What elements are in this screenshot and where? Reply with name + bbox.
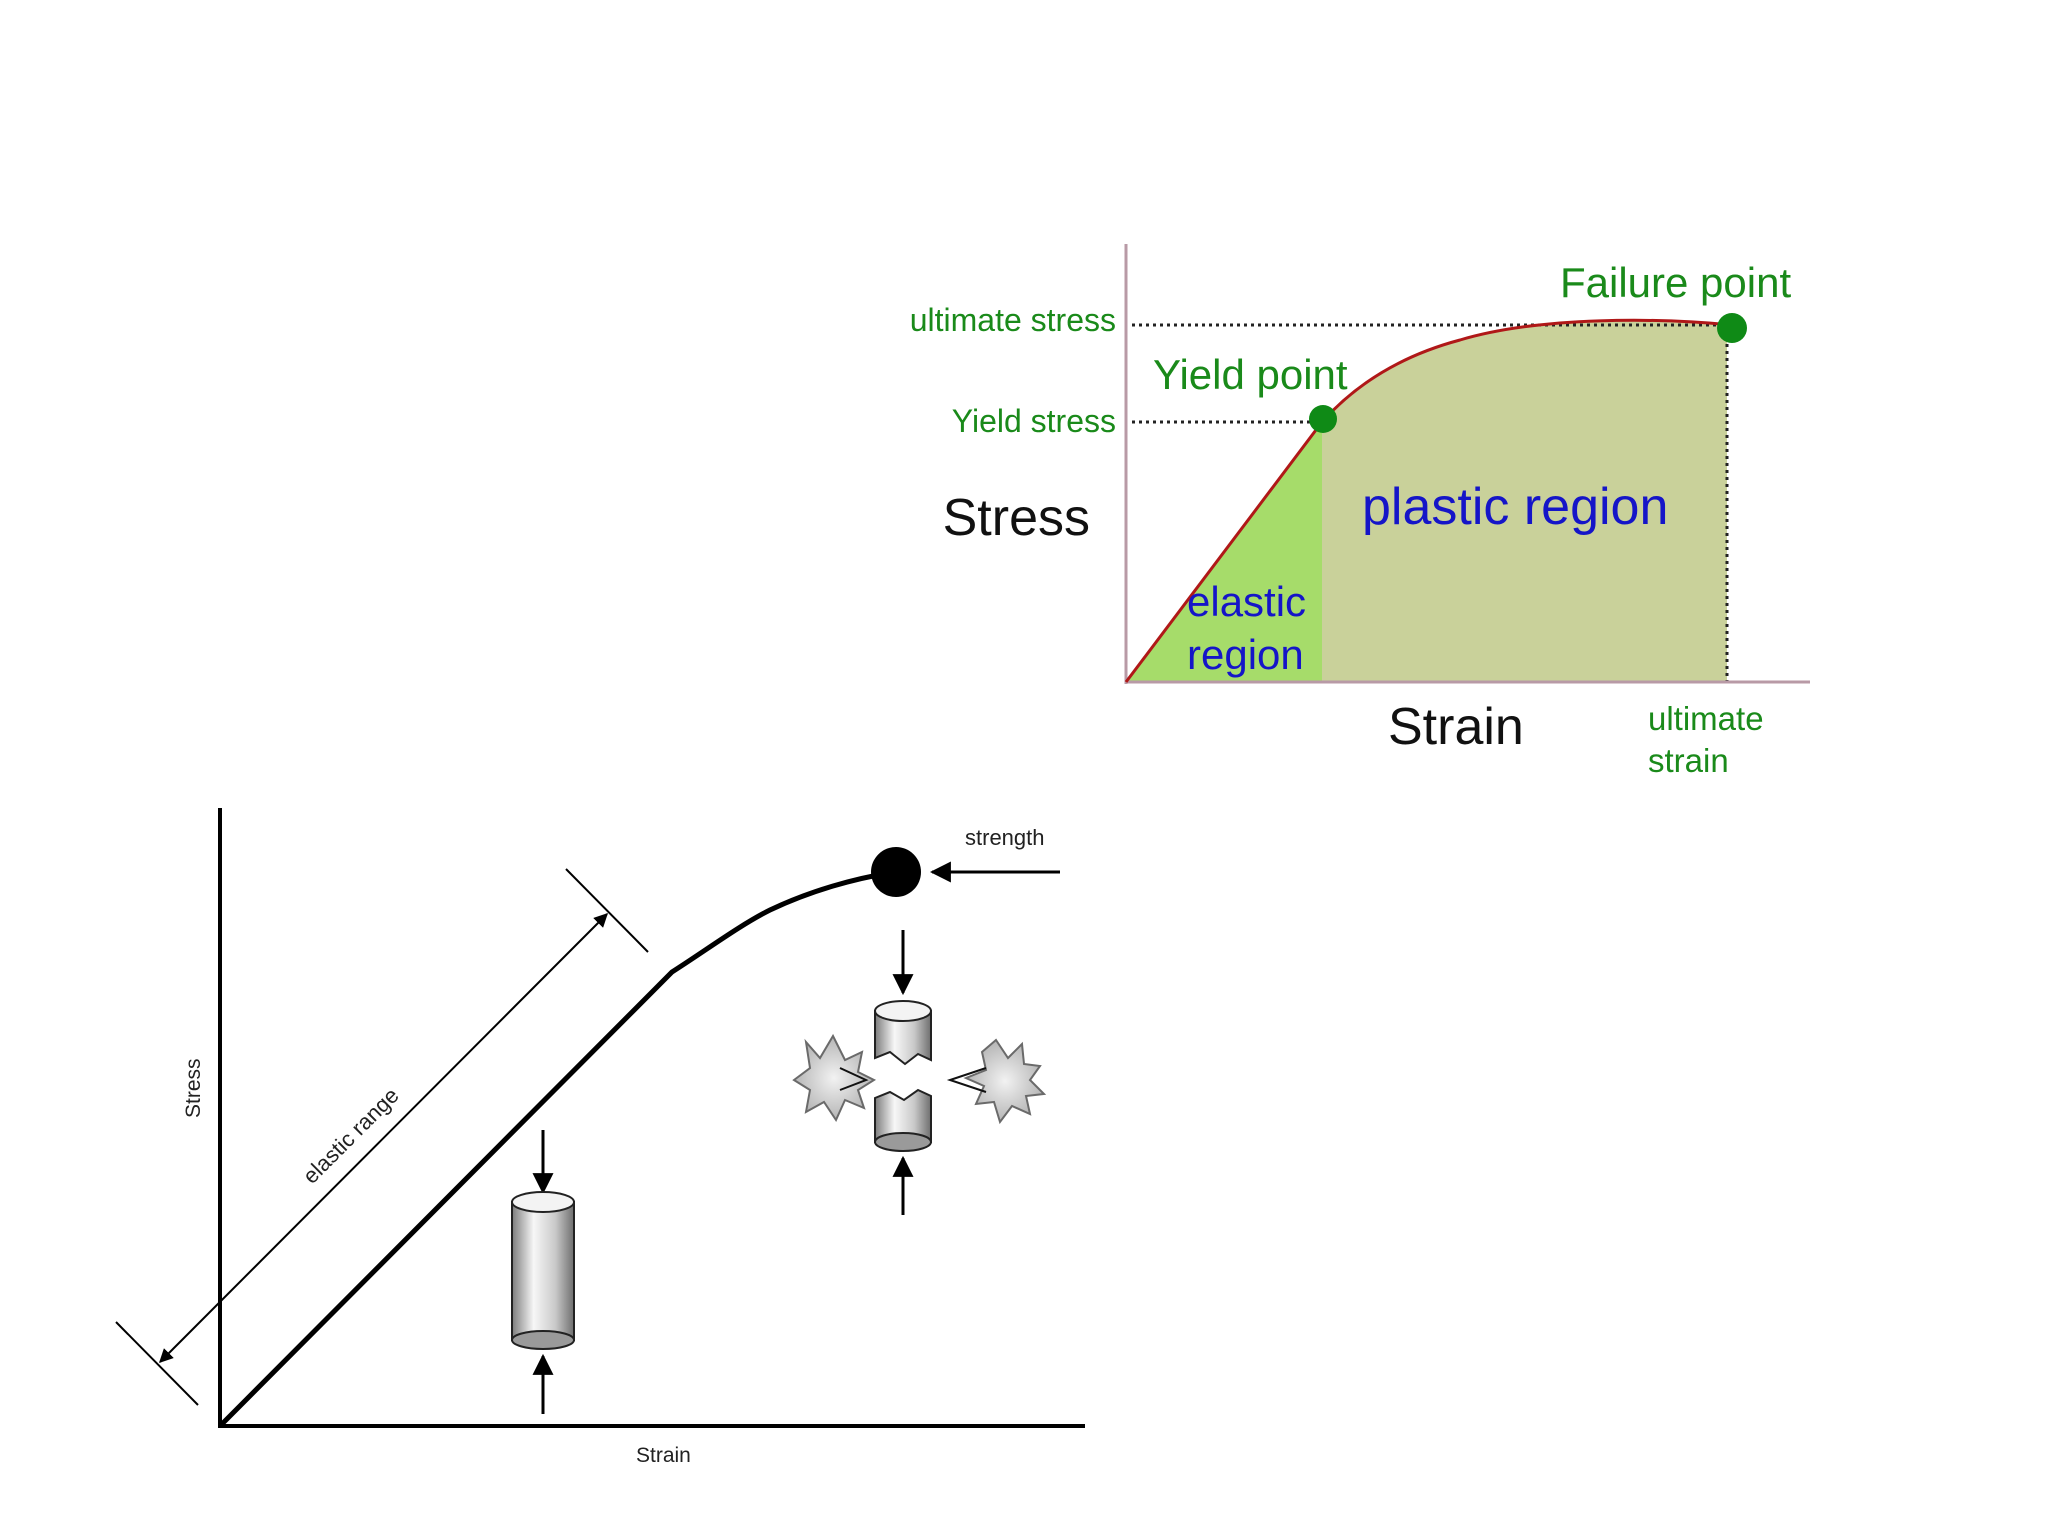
elastic-region-label-line1: elastic	[1187, 578, 1306, 625]
elastic-region-label-line2: region	[1187, 631, 1304, 678]
plastic-region-label: plastic region	[1362, 478, 1668, 536]
elastic-range-label: elastic range	[298, 1083, 404, 1189]
ultimate-strain-label-line2: strain	[1648, 742, 1729, 779]
failing-cylinder-specimen	[792, 930, 1047, 1215]
elastic-range-dimension-arrow	[159, 913, 608, 1363]
plastic-region-area	[1322, 320, 1727, 683]
bottom-strain-axis-label: Strain	[636, 1444, 691, 1467]
strength-point-marker	[871, 847, 921, 897]
ultimate-strain-label-line1: ultimate	[1648, 700, 1764, 737]
elastic-range-extension-top	[565, 868, 649, 953]
bottom-stress-strain-diagram: strength elastic range Stress Strain	[115, 808, 1085, 1467]
right-fracture-burst	[963, 1038, 1047, 1125]
intact-cylinder-specimen	[511, 1130, 575, 1414]
strength-label: strength	[965, 825, 1045, 850]
left-fracture-burst	[792, 1033, 877, 1123]
yield-point-marker	[1309, 405, 1337, 433]
top-strain-axis-label: Strain	[1388, 698, 1524, 756]
elastic-range-extension-bottom	[115, 1321, 199, 1406]
failure-point-marker	[1717, 313, 1747, 343]
failure-point-label: Failure point	[1560, 259, 1791, 306]
bottom-stress-strain-curve	[218, 869, 897, 1428]
stress-strain-curve	[1124, 318, 1733, 683]
top-stress-strain-diagram: Failure point ultimate stress Yield poin…	[910, 244, 1810, 779]
top-stress-axis-label: Stress	[943, 489, 1090, 547]
yield-point-label: Yield point	[1153, 351, 1348, 398]
bottom-stress-axis-label: Stress	[182, 1058, 205, 1118]
yield-stress-label: Yield stress	[952, 403, 1116, 439]
ultimate-stress-label: ultimate stress	[910, 302, 1116, 338]
